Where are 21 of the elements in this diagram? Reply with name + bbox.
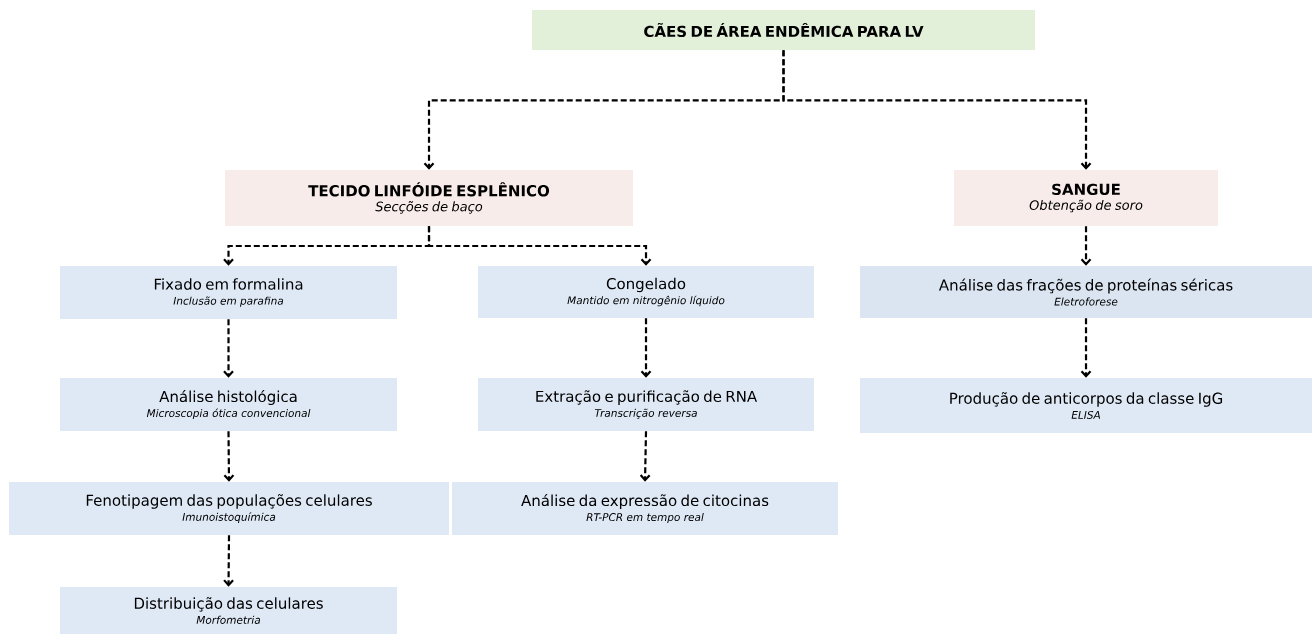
process-box: Extração e purificação de RNA Transcrição reversa bbox=[478, 378, 814, 431]
arrow bbox=[223, 319, 234, 378]
process-box: Fenotipagem das populações celulares Imunoistoquímica bbox=[9, 482, 449, 535]
process-box: Fixado em formalina Inclusão em parafina bbox=[60, 266, 397, 319]
process-box: Congelado Mantido em nitrogênio líquido bbox=[478, 266, 814, 318]
process-box: Análise das frações de proteínas séricas Eletroforese bbox=[860, 266, 1312, 318]
arrow bbox=[427, 226, 652, 266]
arrow bbox=[1080, 226, 1092, 266]
arrow bbox=[223, 535, 234, 587]
process-box: Distribuição das celulares Morfometria bbox=[60, 587, 397, 634]
category-box: SANGUE Obtenção de soro bbox=[954, 170, 1218, 226]
arrow bbox=[639, 431, 651, 482]
title-box: CÃES DE ÁREA ENDÊMICA PARA LV bbox=[532, 10, 1035, 50]
arrow bbox=[223, 431, 235, 482]
process-box: Análise da expressão de citocinas RT-PCR em tempo real bbox=[452, 482, 838, 535]
arrow bbox=[640, 318, 652, 378]
arrow bbox=[782, 50, 1092, 170]
category-box: TECIDO LINFÓIDE ESPLÊNICO Secções de baço bbox=[225, 170, 633, 226]
process-box: Análise histológica Microscopia ótica convencional bbox=[60, 378, 397, 431]
arrow bbox=[1080, 318, 1092, 378]
process-box: Produção de anticorpos da classe IgG ELISA bbox=[860, 378, 1312, 433]
